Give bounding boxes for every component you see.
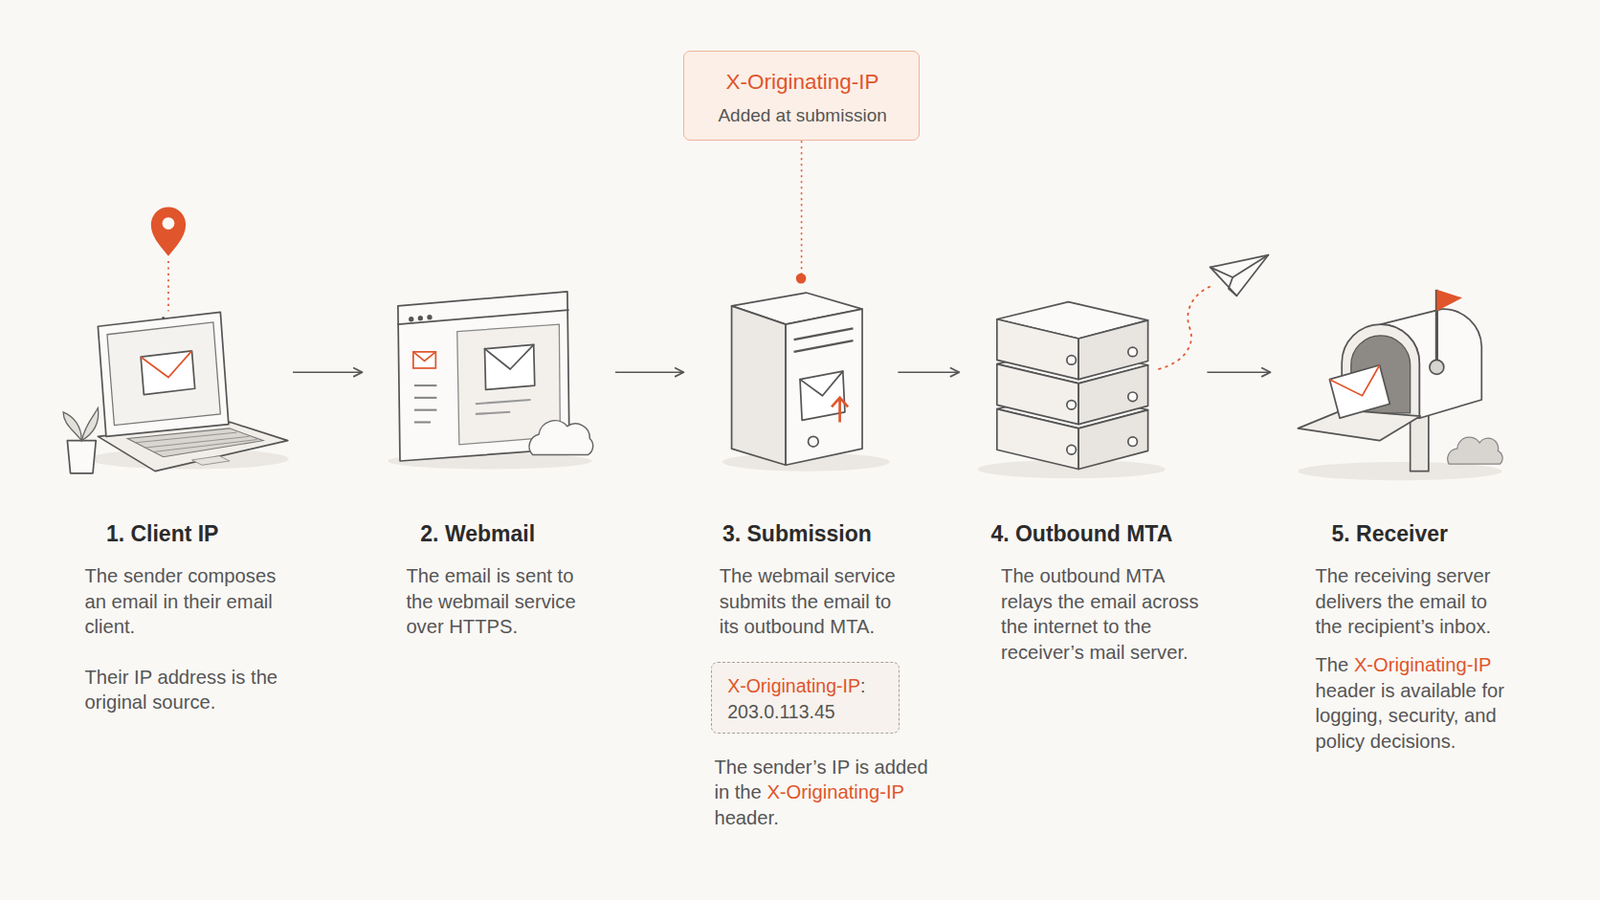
highlighted-term: X-Originating-IP bbox=[766, 781, 904, 803]
mailbox-icon-part bbox=[1429, 359, 1445, 375]
mta-stack-icon-part bbox=[1078, 320, 1149, 380]
flow-arrow bbox=[897, 371, 959, 374]
flow-arrow bbox=[615, 371, 684, 374]
browser-icon-part bbox=[426, 314, 432, 320]
location-pin bbox=[151, 206, 186, 312]
laptop-icon-part bbox=[135, 432, 238, 444]
location-pin-part bbox=[167, 261, 170, 312]
laptop-icon-part bbox=[107, 322, 221, 426]
browser-icon bbox=[387, 291, 593, 470]
step-description: The outbound MTA relays the email across… bbox=[1000, 563, 1210, 666]
plant-icon-part bbox=[66, 441, 96, 474]
mailbox-icon bbox=[1297, 289, 1503, 481]
paper-plane-icon bbox=[1157, 255, 1268, 370]
callout-box: X-Originating-IP Added at submission bbox=[683, 50, 919, 141]
server-icon-part bbox=[732, 306, 787, 466]
browser-icon-part bbox=[414, 421, 431, 423]
server-icon bbox=[722, 273, 890, 472]
callout-title: X-Originating-IP bbox=[684, 68, 920, 96]
laptop-icon-part bbox=[140, 351, 192, 378]
plant-icon-part bbox=[81, 408, 98, 442]
highlighted-term: X-Originating-IP bbox=[1354, 654, 1491, 676]
step-heading: 4. Outbound MTA bbox=[990, 520, 1216, 548]
browser-icon-part bbox=[529, 421, 594, 456]
paper-plane-icon-part bbox=[1157, 286, 1213, 370]
server-icon-part bbox=[796, 273, 807, 285]
step-node: 1. Client IPThe sender composes an email… bbox=[61, 203, 288, 725]
mta-stack-icon-part bbox=[1128, 437, 1138, 447]
paper-plane-icon-part bbox=[1210, 255, 1269, 278]
browser-icon-part bbox=[408, 316, 414, 322]
mailbox-icon-part bbox=[1297, 462, 1502, 481]
step-description: The webmail service submits the email to… bbox=[719, 563, 908, 641]
flow-arrow bbox=[292, 371, 363, 374]
server-icon-part bbox=[808, 436, 820, 447]
header-box: X-Originating-IP: 203.0.113.45 bbox=[711, 662, 900, 734]
paper-plane-icon-part bbox=[1228, 277, 1238, 296]
mailbox-icon-part bbox=[1436, 289, 1463, 312]
plant-icon-part bbox=[63, 412, 82, 442]
laptop-icon-part bbox=[191, 456, 229, 467]
server-icon-part bbox=[785, 309, 863, 466]
highlighted-term: X-Originating-IP bbox=[726, 69, 880, 94]
step-description: The sender’s IP is added in the X-Origin… bbox=[713, 755, 939, 832]
server-icon-part bbox=[800, 371, 845, 421]
mta-stack-icon-part bbox=[1066, 444, 1077, 455]
browser-icon-part bbox=[475, 400, 532, 404]
browser-icon-part bbox=[418, 315, 423, 321]
laptop-icon-part bbox=[140, 351, 196, 396]
browser-icon-part bbox=[414, 409, 437, 412]
step-description: The receiving server delivers the email … bbox=[1314, 563, 1501, 641]
step-description: The email is sent to the webmail service… bbox=[405, 563, 590, 641]
header-example: X-Originating-IP: 203.0.113.45 bbox=[727, 673, 891, 725]
laptop-icon-part bbox=[161, 316, 165, 320]
browser-icon-part bbox=[485, 344, 534, 370]
plant-icon bbox=[63, 408, 99, 474]
browser-icon-part bbox=[475, 412, 511, 415]
mta-stack-icon-part bbox=[1128, 392, 1138, 402]
mailbox-icon-part bbox=[1447, 437, 1503, 465]
server-icon-part bbox=[838, 400, 842, 423]
dotted-leader bbox=[800, 140, 803, 279]
mta-stack-icon-part bbox=[1066, 355, 1077, 366]
server-icon-part bbox=[794, 328, 854, 340]
mta-stack-icon-part bbox=[1066, 400, 1077, 411]
browser-icon-part bbox=[413, 352, 436, 362]
step-node: 2. WebmailThe email is sent to the webma… bbox=[368, 288, 610, 738]
location-pin-part bbox=[151, 206, 186, 256]
mta-stack-icon-part bbox=[1128, 347, 1138, 357]
browser-icon-part bbox=[398, 310, 569, 325]
mta-stack-icon bbox=[977, 302, 1166, 479]
mailbox-icon-part bbox=[1329, 365, 1379, 397]
step-node: 5. ReceiverThe receiving server delivers… bbox=[1276, 283, 1522, 763]
step-heading: 5. Receiver bbox=[1332, 520, 1536, 548]
laptop-icon bbox=[88, 311, 289, 471]
mailbox-icon-part bbox=[1329, 365, 1390, 419]
highlighted-term: X-Originating-IP bbox=[727, 675, 861, 697]
step-heading: 3. Submission bbox=[722, 520, 927, 548]
laptop-icon-part bbox=[154, 440, 258, 453]
step-node: 4. Outbound MTAThe outbound MTA relays t… bbox=[965, 302, 1201, 782]
browser-icon-part bbox=[414, 397, 437, 400]
browser-icon-part bbox=[485, 344, 535, 390]
server-icon-part bbox=[794, 340, 854, 353]
server-icon-part bbox=[831, 398, 848, 408]
callout-subtitle: Added at submission bbox=[684, 104, 920, 128]
step-description: Their IP address is the original source. bbox=[84, 665, 285, 716]
step-description: The sender composes an email in their em… bbox=[84, 563, 285, 641]
mailbox-icon-part bbox=[1297, 410, 1421, 442]
mta-stack-icon-part bbox=[997, 319, 1079, 380]
step-description: The X-Originating-IP header is available… bbox=[1314, 652, 1526, 755]
server-icon-part bbox=[800, 371, 844, 397]
paper-plane-icon-part bbox=[1210, 255, 1269, 297]
browser-icon-part bbox=[414, 384, 437, 387]
laptop-icon-part bbox=[97, 311, 228, 437]
location-pin-part bbox=[162, 217, 176, 230]
flow-arrow bbox=[1206, 371, 1270, 374]
step-heading: 2. Webmail bbox=[420, 520, 624, 548]
step-node: 3. SubmissionThe webmail service submits… bbox=[689, 278, 892, 835]
step-heading: 1. Client IP bbox=[106, 520, 311, 548]
browser-icon-part bbox=[413, 352, 436, 369]
